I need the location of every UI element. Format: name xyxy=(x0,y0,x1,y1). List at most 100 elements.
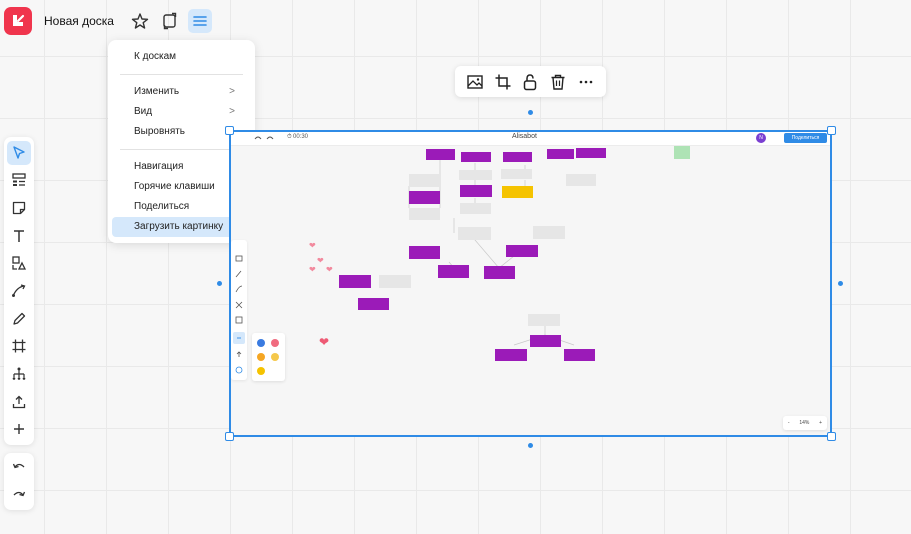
connector-point-left[interactable] xyxy=(217,281,222,286)
menu-item-label: Изменить xyxy=(134,86,180,97)
embedded-zoom-level: 14% xyxy=(799,420,810,426)
delete-button[interactable] xyxy=(547,71,569,93)
more-tools-button[interactable] xyxy=(7,417,31,441)
uploaded-image[interactable]: ⏱ 00:30 Alisabot N Поделиться ❤ ❤ ❤ ❤ xyxy=(229,130,832,437)
board-card xyxy=(409,191,440,204)
mindmap-tool[interactable] xyxy=(7,362,31,386)
redo-icon xyxy=(13,491,26,497)
menu-item-view[interactable]: Вид > xyxy=(112,102,251,122)
embedded-timer: 00:30 xyxy=(293,134,309,140)
menu-item-to-boards[interactable]: К доскам xyxy=(112,47,251,67)
upload-tool[interactable] xyxy=(7,390,31,414)
hamburger-icon xyxy=(193,16,207,26)
board-title[interactable]: Новая доска xyxy=(44,14,114,28)
upload-icon xyxy=(12,395,26,408)
sync-boards-button[interactable] xyxy=(158,9,182,33)
favorite-button[interactable] xyxy=(128,9,152,33)
connector-point-right[interactable] xyxy=(838,281,843,286)
star-icon xyxy=(131,13,149,29)
undo-button[interactable] xyxy=(7,456,31,478)
board-card xyxy=(547,149,574,159)
board-card xyxy=(502,186,533,198)
board-card xyxy=(339,275,371,288)
heart-reaction-icon: ❤ xyxy=(326,265,333,274)
resize-handle-top-left[interactable] xyxy=(225,126,234,135)
templates-tool[interactable] xyxy=(7,169,31,193)
board-card xyxy=(674,146,690,159)
connector-point-top[interactable] xyxy=(528,110,533,115)
more-icon xyxy=(579,80,593,83)
plus-icon xyxy=(14,424,24,435)
menu-item-hotkeys[interactable]: Горячие клавиши xyxy=(112,177,251,197)
menu-item-label: Горячие клавиши xyxy=(134,181,215,192)
resize-handle-bottom-right[interactable] xyxy=(827,432,836,441)
undo-redo-bar xyxy=(4,453,34,510)
crop-button[interactable] xyxy=(492,71,514,93)
board-card xyxy=(409,208,440,220)
board-card xyxy=(409,246,440,259)
pen-icon xyxy=(13,312,26,325)
board-card xyxy=(503,152,532,162)
connector-tool[interactable] xyxy=(7,279,31,303)
embedded-board-name: Alisabot xyxy=(512,133,537,140)
submenu-arrow-icon: > xyxy=(229,106,235,117)
redo-button[interactable] xyxy=(7,485,31,507)
menu-divider xyxy=(120,149,243,150)
pen-tool[interactable] xyxy=(7,307,31,331)
undo-icon xyxy=(12,463,25,469)
lock-icon xyxy=(524,73,537,90)
menu-item-upload-image[interactable]: Загрузить картинку xyxy=(112,217,251,237)
board-card xyxy=(460,185,492,197)
logo-icon xyxy=(13,14,25,26)
resize-handle-bottom-left[interactable] xyxy=(225,432,234,441)
board-card xyxy=(506,245,538,257)
text-tool[interactable] xyxy=(7,224,31,248)
templates-icon xyxy=(12,173,26,187)
board-card xyxy=(533,226,565,239)
board-card xyxy=(409,174,439,187)
select-tool[interactable] xyxy=(7,141,31,165)
heart-reaction-icon: ❤ xyxy=(317,256,324,265)
board-card xyxy=(530,335,561,347)
embedded-zoom-minus: - xyxy=(787,420,790,426)
app-logo[interactable] xyxy=(4,7,32,35)
embedded-timer-icon: ⏱ xyxy=(287,134,292,140)
menu-item-label: Выровнять xyxy=(134,126,186,137)
board-card xyxy=(460,203,491,214)
board-card xyxy=(459,170,492,180)
menu-divider xyxy=(120,74,243,75)
embedded-share-button: Поделиться xyxy=(784,133,827,143)
board-card xyxy=(458,227,491,240)
menu-item-label: Загрузить картинку xyxy=(134,221,224,232)
menu-item-label: Вид xyxy=(134,106,153,117)
sticky-note-tool[interactable] xyxy=(7,196,31,220)
lock-button[interactable] xyxy=(519,71,541,93)
frame-icon xyxy=(12,339,26,353)
crop-icon xyxy=(495,74,511,89)
menu-item-share[interactable]: Поделиться xyxy=(112,197,251,217)
delete-icon xyxy=(551,74,565,90)
main-menu-button[interactable] xyxy=(187,9,212,33)
submenu-arrow-icon: > xyxy=(229,86,235,97)
shapes-tool[interactable] xyxy=(7,252,31,276)
board-card xyxy=(461,152,491,162)
board-card xyxy=(576,148,606,158)
more-options-button[interactable] xyxy=(575,71,597,93)
mindmap-icon xyxy=(12,367,26,380)
heart-reaction-icon: ❤ xyxy=(309,265,316,274)
resize-handle-top-right[interactable] xyxy=(827,126,836,135)
board-sync-icon xyxy=(163,12,177,30)
menu-item-edit[interactable]: Изменить > xyxy=(112,82,251,102)
sticky-note-icon xyxy=(12,201,26,215)
cursor-icon xyxy=(13,146,25,159)
left-toolbar xyxy=(4,137,34,445)
frame-tool[interactable] xyxy=(7,334,31,358)
connector-point-bottom[interactable] xyxy=(528,443,533,448)
embedded-undo-redo-icon xyxy=(254,136,274,140)
replace-image-button[interactable] xyxy=(464,71,486,93)
connector-icon xyxy=(12,284,26,298)
board-card xyxy=(358,298,389,310)
board-card xyxy=(495,349,527,361)
shapes-icon xyxy=(12,256,27,271)
embedded-avatar: N xyxy=(756,133,766,143)
